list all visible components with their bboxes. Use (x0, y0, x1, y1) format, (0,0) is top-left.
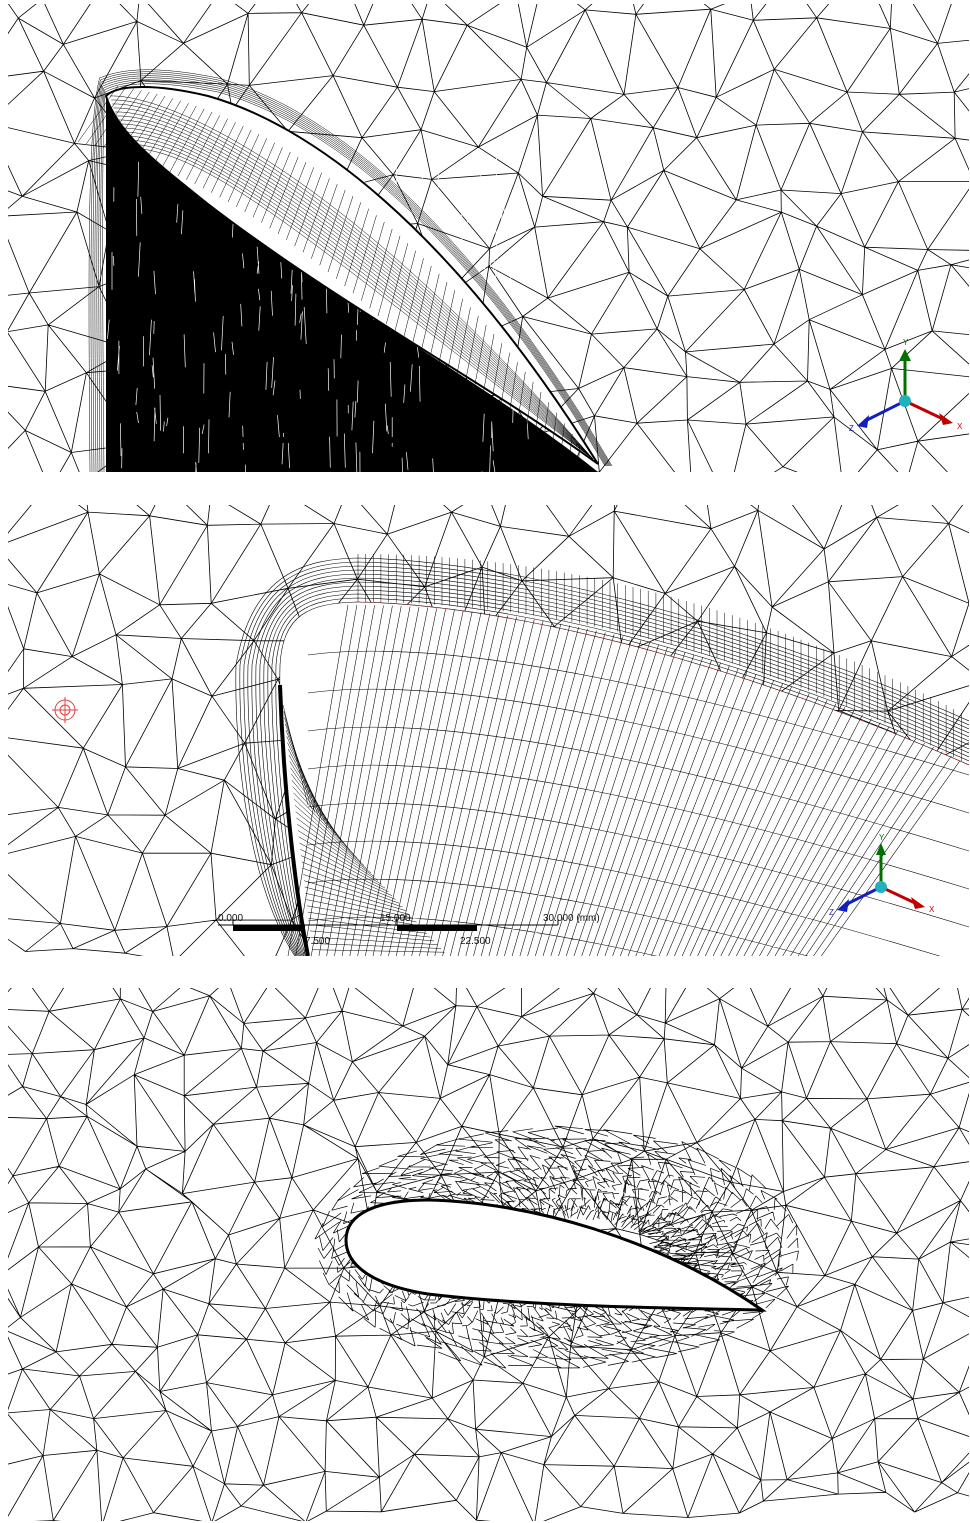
axis-x-label: X (957, 422, 963, 431)
surface-grid-lines (77, 85, 594, 472)
mesh-canvas-3 (8, 988, 969, 1521)
layer-radial-lines (357, 554, 962, 761)
dense-edge-mesh (282, 704, 445, 953)
boundary-layer-rings (88, 69, 613, 472)
coordinate-triad: Y X Z (849, 338, 963, 433)
axis-y-label: Y (903, 338, 909, 347)
scale-tick-end: 30.000 (mm) (543, 913, 600, 924)
wing-surface-mesh (77, 69, 613, 472)
wing-side-dense-mesh (106, 96, 598, 472)
target-marker-icon (52, 697, 78, 723)
axis-z-label: Z (849, 424, 854, 433)
scale-tick-lower: 7.500 (305, 936, 330, 947)
mesh-canvas-2: 0.000 15.000 30.000 (mm) 7.500 22.500 Y … (8, 505, 969, 956)
axis-y-label: Y (879, 833, 885, 842)
surface-mesh-lines (287, 604, 969, 956)
mesh-canvas-1: Y X Z (8, 4, 969, 472)
scale-bar: 0.000 15.000 30.000 (mm) 7.500 22.500 (218, 913, 600, 947)
scale-tick-mid: 15.000 (380, 913, 411, 924)
axis-z-label: Z (829, 908, 834, 917)
wing-surface-mesh (278, 601, 969, 956)
axis-x-label: X (929, 905, 935, 914)
scale-bar-segments (226, 437, 458, 443)
leading-edge-line (278, 684, 310, 956)
mesh-view-airfoil-section[interactable] (8, 988, 969, 1521)
scale-tick-lower2: 22.500 (460, 936, 491, 947)
mesh-view-leading-edge[interactable]: 0.000 15.000 30.000 (mm) 7.500 22.500 Y … (8, 505, 969, 956)
scale-tick-0: 0.000 (218, 913, 243, 924)
coordinate-triad: Y X Z (829, 833, 935, 917)
airfoil-section (344, 1198, 767, 1312)
boundary-layer-lines (235, 557, 969, 956)
wing-top-surface (104, 86, 599, 465)
mesh-view-wing-3d[interactable]: Y X Z (8, 4, 969, 472)
